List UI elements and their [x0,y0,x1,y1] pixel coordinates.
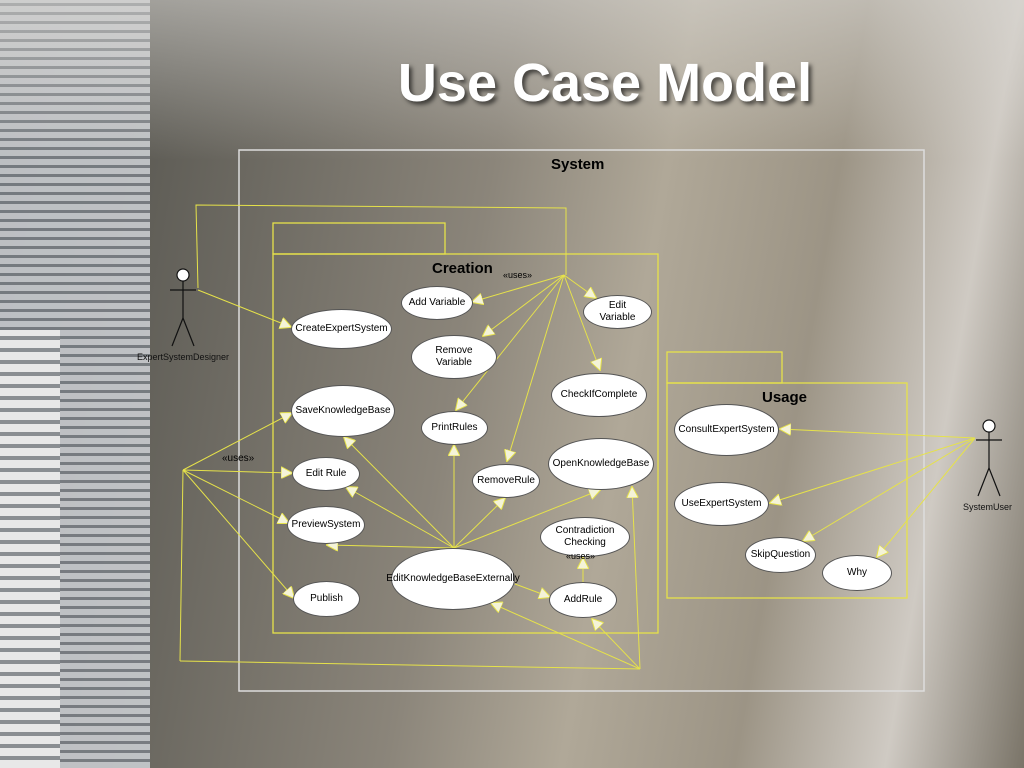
user-actor-figure [976,419,1002,497]
plain-connectors [179,204,641,670]
use-case-create-expert-system: CreateExpertSystem [291,309,392,349]
use-case-save-knowledge-base: SaveKnowledgeBase [291,385,395,437]
use-case-add-rule: AddRule [549,582,617,618]
usage-package [666,351,908,599]
use-case-use-expert-system: UseExpertSystem [674,482,769,526]
usage-label: Usage [762,389,808,406]
arrow-connectors [182,274,976,670]
building-photo-lower [0,330,60,768]
use-case-edit-variable: Edit Variable [583,295,652,329]
use-case-edit-rule: Edit Rule [292,457,360,491]
slide-title: Use Case Model [397,53,813,113]
use-case-consult-expert-system: ConsultExpertSystem [674,404,779,456]
user-actor-label: SystemUser [963,502,1013,512]
contradiction-uses-stereotype: «uses» [566,551,596,561]
use-case-remove-rule: RemoveRule [472,464,540,498]
use-case-publish: Publish [293,581,360,617]
creation-package [272,222,659,634]
use-case-preview-system: PreviewSystem [287,506,365,544]
use-case-why: Why [822,555,892,591]
use-case-skip-question: SkipQuestion [745,537,816,573]
designer-actor-figure [170,268,196,347]
system-label: System [551,156,605,173]
designer-uses-stereotype: «uses» [222,453,255,464]
use-case-open-knowledge-base: OpenKnowledgeBase [548,438,654,490]
system-boundary [238,149,925,692]
use-case-remove-variable: Remove Variable [411,335,497,379]
use-case-add-variable: Add Variable [401,286,473,320]
creation-uses-stereotype: «uses» [503,270,533,280]
designer-actor-label: ExpertSystemDesigner [137,352,230,362]
use-case-check-if-complete: CheckIfComplete [551,373,647,417]
creation-label: Creation [432,260,493,277]
use-case-edit-knowledge-base-externally: EditKnowledgeBaseExternally [386,548,520,610]
use-case-print-rules: PrintRules [421,411,488,445]
use-case-contradiction-checking: Contradiction Checking [540,517,630,557]
